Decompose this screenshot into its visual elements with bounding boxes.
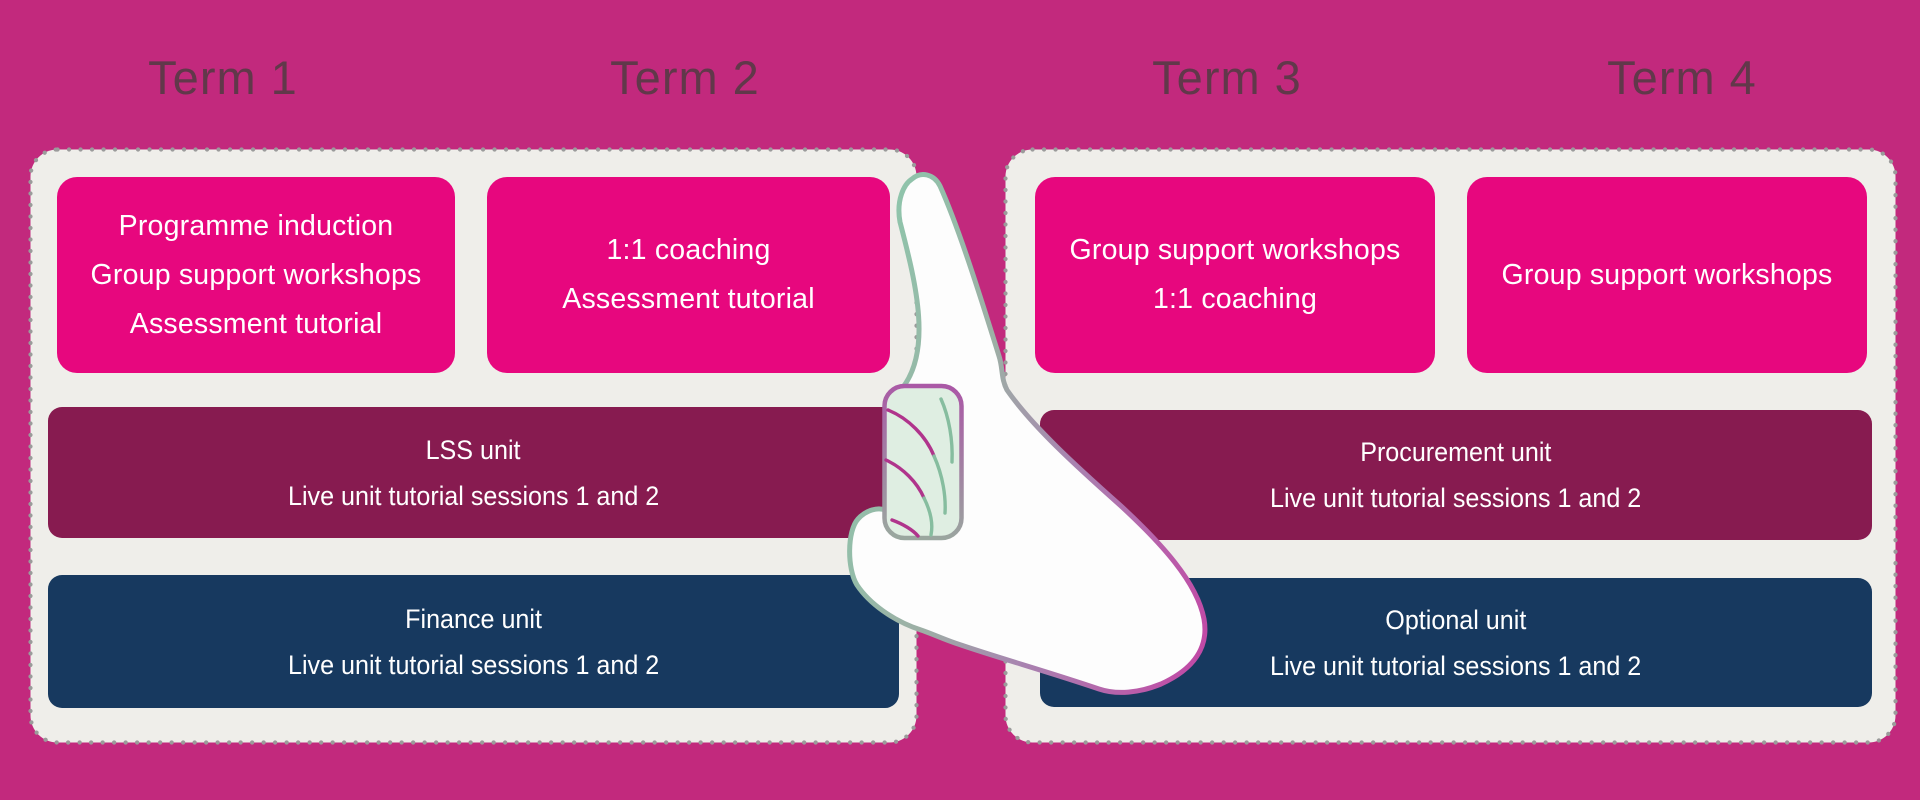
panel-terms-3-4: Group support workshops 1:1 coaching Gro…	[1003, 147, 1898, 745]
card-line: Live unit tutorial sessions 1 and 2	[1270, 650, 1642, 681]
card-line: Live unit tutorial sessions 1 and 2	[287, 480, 660, 511]
card-line: 1:1 coaching	[1152, 283, 1318, 315]
card-line: Finance unit	[405, 603, 542, 634]
card-line: Assessment tutorial	[562, 283, 815, 315]
card-line: Procurement unit	[1360, 437, 1552, 467]
term-2-label: Term 2	[610, 51, 760, 104]
activity-card-term4: Group support workshops	[1467, 177, 1867, 373]
card-line: Group support workshops	[90, 258, 422, 291]
term-3-label: Term 3	[1152, 51, 1302, 104]
card-line: Programme induction	[118, 209, 394, 242]
activity-card-term1: Programme induction Group support worksh…	[57, 177, 455, 373]
card-line: Optional unit	[1385, 604, 1527, 635]
unit-card-lss: LSS unit Live unit tutorial sessions 1 a…	[48, 407, 899, 538]
card-line: Group support workshops	[1069, 234, 1401, 266]
card-line: Live unit tutorial sessions 1 and 2	[1270, 483, 1642, 513]
card-line: 1:1 coaching	[606, 234, 771, 266]
panel-terms-1-2: Programme induction Group support worksh…	[28, 147, 919, 745]
card-line: LSS unit	[426, 434, 521, 465]
term-4-label: Term 4	[1607, 51, 1757, 104]
card-line: Group support workshops	[1501, 258, 1833, 291]
card-line: Assessment tutorial	[129, 307, 383, 340]
unit-card-optional: Optional unit Live unit tutorial session…	[1040, 578, 1872, 707]
card-line: Live unit tutorial sessions 1 and 2	[287, 649, 660, 680]
unit-card-finance: Finance unit Live unit tutorial sessions…	[48, 575, 899, 708]
activity-card-term2: 1:1 coaching Assessment tutorial	[487, 177, 890, 373]
activity-card-term3: Group support workshops 1:1 coaching	[1035, 177, 1435, 373]
term-1-label: Term 1	[148, 51, 298, 104]
unit-card-procurement: Procurement unit Live unit tutorial sess…	[1040, 410, 1872, 540]
